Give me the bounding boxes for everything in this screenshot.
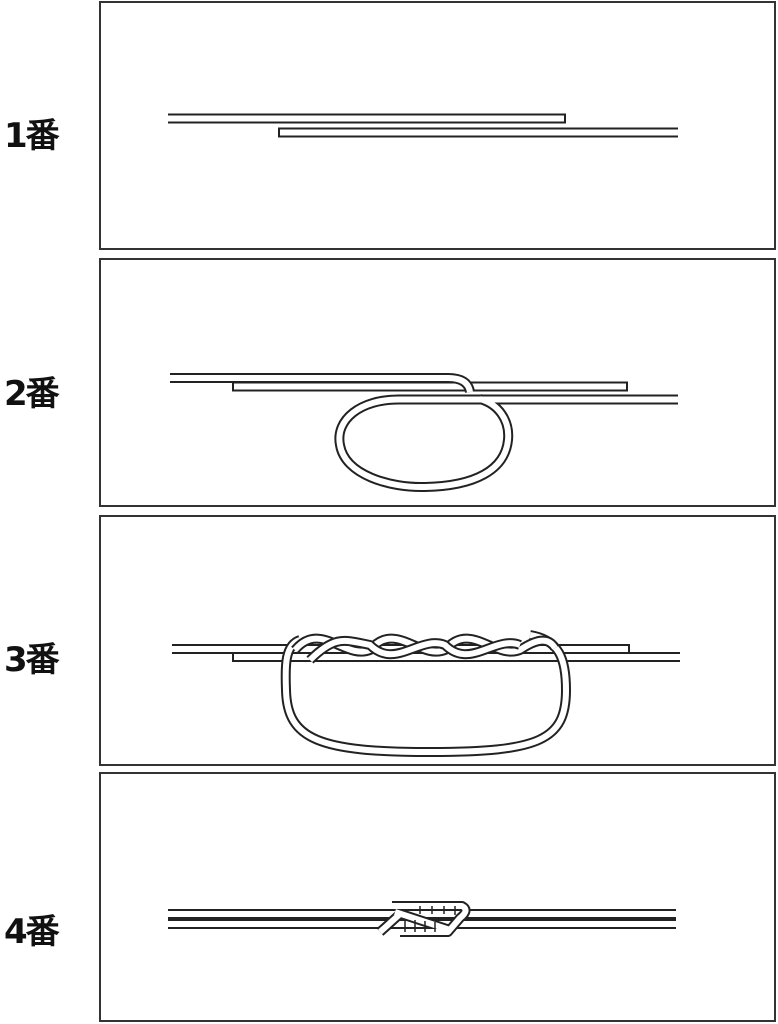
step-3-label: 3番 — [4, 640, 60, 680]
step-2-label: 2番 — [4, 374, 60, 414]
step-4-lines — [168, 901, 676, 937]
step-3-lines — [172, 630, 680, 757]
step-4-panel — [99, 772, 776, 1022]
step-1-label: 1番 — [4, 116, 60, 156]
step-2-lines — [170, 373, 678, 493]
step-1-panel — [99, 1, 776, 250]
step-1-lines — [168, 113, 678, 138]
step-4-label: 4番 — [4, 912, 60, 952]
